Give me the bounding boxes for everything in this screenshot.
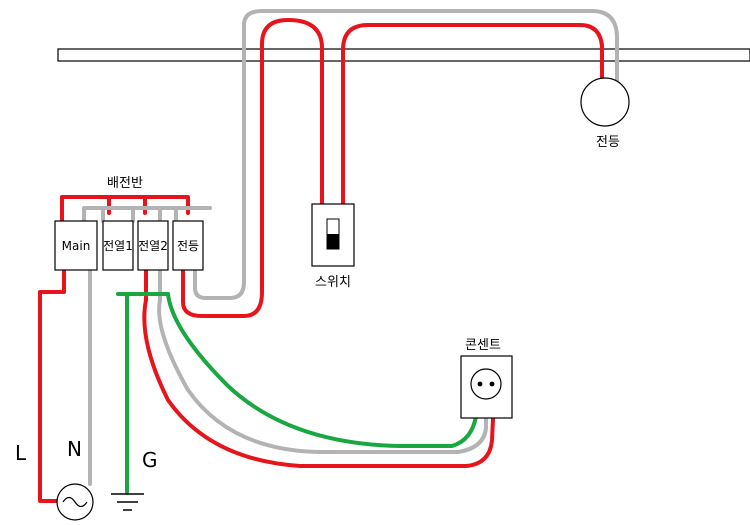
breaker-light (172, 220, 204, 271)
breaker-heat1 (102, 220, 134, 271)
switch-to-lamp-wire (341, 23, 604, 206)
supply-live-wire (38, 268, 66, 503)
breaker-heat2-label: 전열2 (138, 239, 168, 253)
outlet-icon (460, 355, 513, 419)
lamp-icon (580, 77, 630, 127)
lamp-label: 전등 (596, 135, 620, 150)
breaker-main (54, 220, 98, 271)
ac-source-icon (56, 483, 94, 521)
breaker-light-label: 전등 (177, 239, 199, 253)
line-L-label: L (15, 441, 27, 465)
breaker-main-label: Main (62, 239, 91, 253)
outlet-live-wire (142, 268, 495, 468)
line-N-label: N (67, 437, 82, 461)
breaker-heat2 (137, 220, 169, 271)
light-live-wire (181, 18, 324, 318)
ground-symbol-icon (111, 493, 144, 511)
outlet-neutral-wire (157, 268, 488, 454)
toggle-switch-icon (311, 203, 355, 267)
outlet-ground-wire (166, 292, 478, 448)
line-G-label: G (142, 448, 158, 472)
panel-neutral-bus (82, 206, 212, 223)
panel-live-bus (60, 195, 190, 223)
light-neutral-wire (193, 9, 619, 300)
panel-label: 배전반 (107, 176, 143, 191)
switch-label: 스위치 (315, 275, 351, 290)
ceiling-beam (57, 48, 750, 62)
outlet-label: 콘센트 (465, 338, 501, 353)
breaker-heat1-label: 전열1 (103, 239, 133, 253)
